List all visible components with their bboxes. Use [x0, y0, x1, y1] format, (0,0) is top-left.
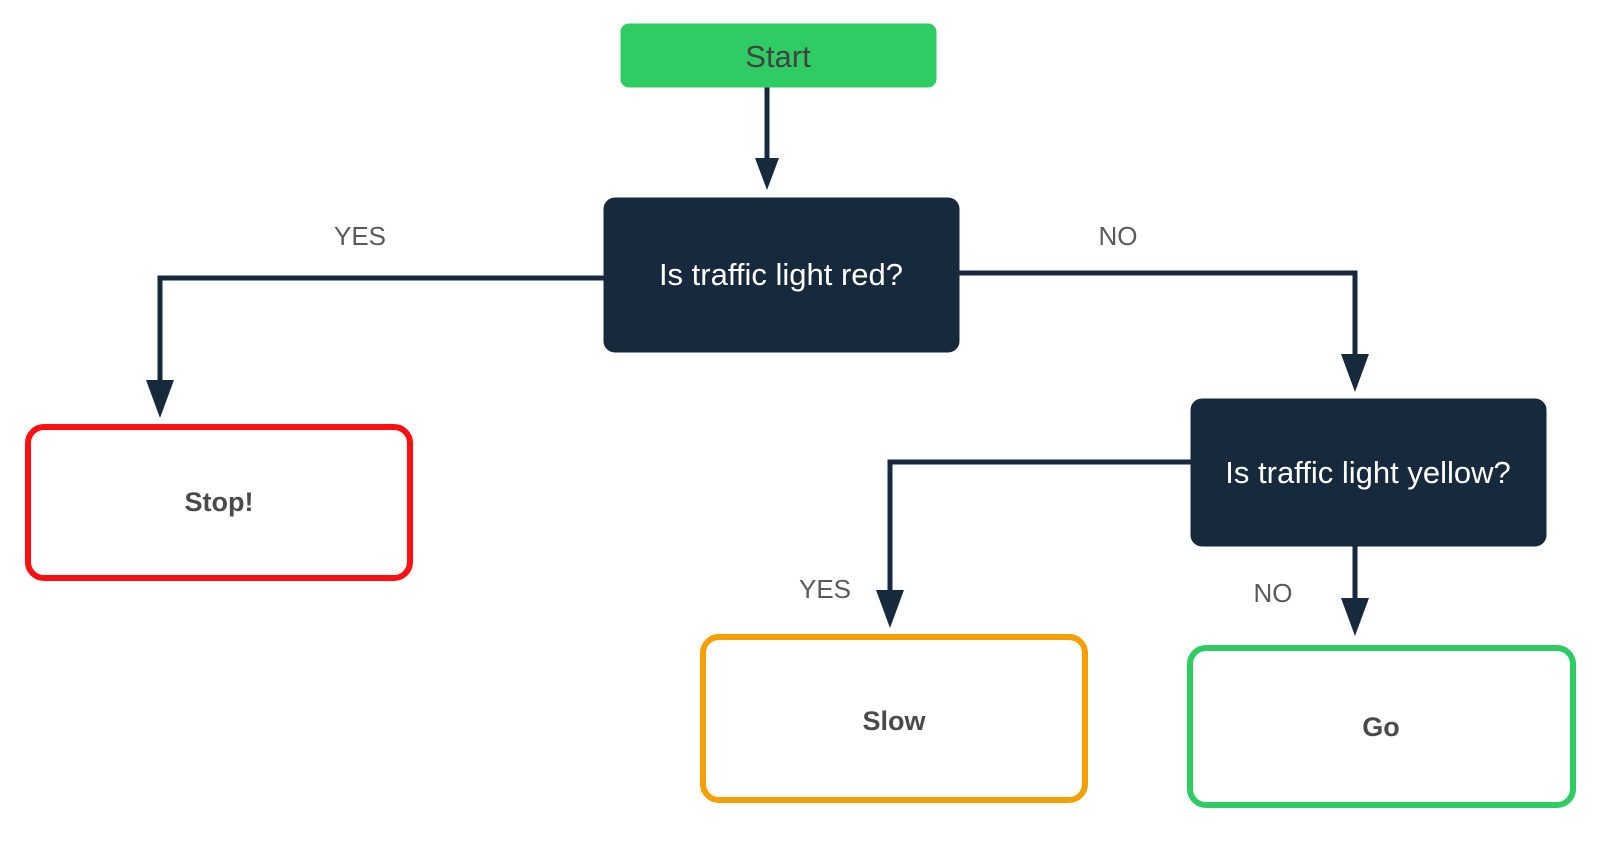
node-start-shape[interactable]: [620, 23, 937, 88]
edge-label-no-red: NO: [1099, 221, 1138, 251]
node-decision-red-label: Is traffic light red?: [659, 257, 903, 292]
node-decision-yellow-label: Is traffic light yellow?: [1225, 455, 1510, 490]
edge-line: [887, 459, 1192, 592]
arrow-head-icon: [146, 380, 174, 418]
node-slow[interactable]: Slow: [700, 634, 1088, 803]
node-go-shape[interactable]: [1187, 645, 1576, 808]
node-go-label: Go: [1362, 712, 1400, 742]
arrow-head-icon: [755, 158, 779, 190]
node-stop[interactable]: Stop!: [25, 424, 413, 581]
node-decision-red[interactable]: Is traffic light red?: [603, 197, 960, 353]
edge-label-yes-red: YES: [334, 221, 386, 251]
arrow-head-icon: [1341, 598, 1369, 636]
edge-decision-yellow-yes-to-slow: YES: [799, 459, 1192, 628]
node-slow-shape[interactable]: [700, 634, 1088, 803]
node-go[interactable]: Go: [1187, 645, 1576, 808]
node-decision-red-shape[interactable]: [603, 197, 960, 353]
edge-label-yes-yellow: YES: [799, 574, 851, 604]
node-decision-yellow-shape[interactable]: [1190, 398, 1547, 547]
node-stop-label: Stop!: [185, 487, 254, 517]
node-decision-yellow[interactable]: Is traffic light yellow?: [1190, 398, 1547, 547]
edge-line: [958, 270, 1358, 356]
edge-line: [157, 275, 605, 382]
arrow-head-icon: [876, 590, 904, 628]
edge-decision-yellow-no-to-go: NO: [1254, 545, 1369, 636]
edge-decision-red-no-to-decision-yellow: NO: [958, 221, 1369, 392]
node-start-label: Start: [745, 39, 811, 74]
edge-start-to-decision-red: [755, 86, 779, 190]
edge-label-no-yellow: NO: [1254, 578, 1293, 608]
edge-decision-red-yes-to-stop: YES: [146, 221, 605, 418]
node-start[interactable]: Start: [620, 23, 937, 88]
arrow-head-icon: [1341, 354, 1369, 392]
node-slow-label: Slow: [862, 706, 926, 736]
node-stop-shape[interactable]: [25, 424, 413, 581]
